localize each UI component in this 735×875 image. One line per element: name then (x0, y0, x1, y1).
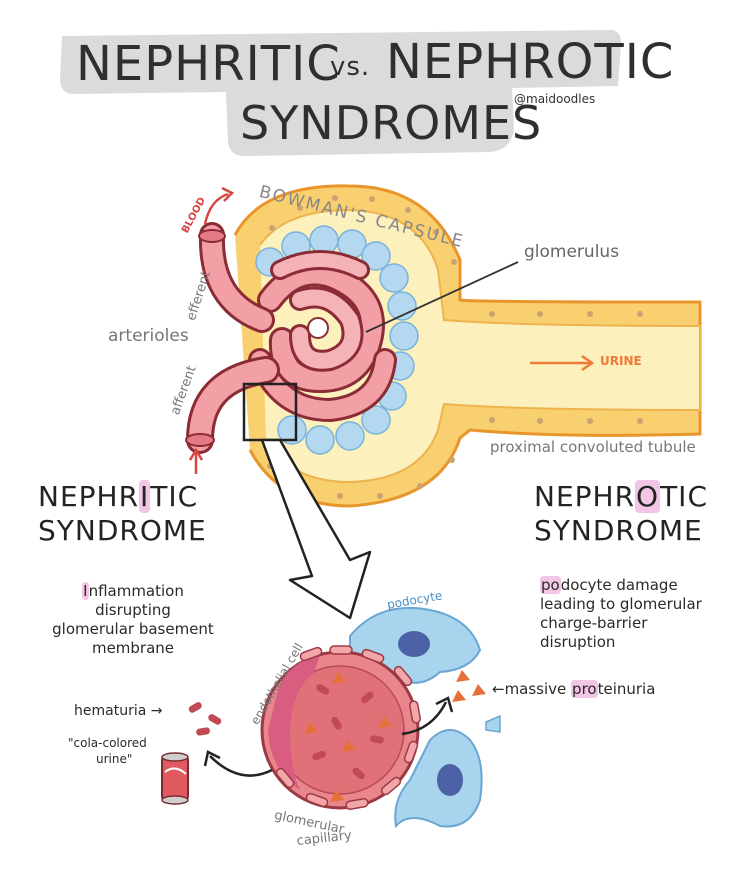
label-cola-2: urine" (96, 750, 132, 769)
escaped-proteins (452, 670, 486, 702)
label-glomerulus: glomerulus (524, 242, 619, 262)
title-vs: vs. (330, 52, 370, 82)
label-massive-proteinuria: ←massive proteinuria (492, 680, 655, 699)
credit-handle: @maidoodles (514, 92, 595, 106)
title-nephritic: NEPHRITIC (76, 36, 341, 92)
cola-can-icon (162, 753, 188, 804)
blood-out-arrow (205, 194, 228, 224)
title-syndromes: SYNDROMES (240, 96, 542, 150)
title-nephrotic: NEPHROTIC (386, 34, 674, 90)
glomerulus-center (308, 318, 328, 338)
label-hematuria: hematuria → (74, 702, 162, 721)
nephritic-heading: NEPHRITIC SYNDROME (38, 480, 207, 548)
escaped-red-blood-cells (187, 701, 222, 736)
nephrotic-description: podocyte damage leading to glomerular ch… (540, 576, 702, 652)
label-urine: URINE (600, 354, 642, 368)
label-arterioles: arterioles (108, 326, 189, 346)
nephrotic-heading: NEPHROTIC SYNDROME (534, 480, 708, 548)
label-proximal-tubule: proximal convoluted tubule (490, 438, 696, 456)
nephritic-description: Inflammation disrupting glomerular basem… (38, 582, 228, 658)
